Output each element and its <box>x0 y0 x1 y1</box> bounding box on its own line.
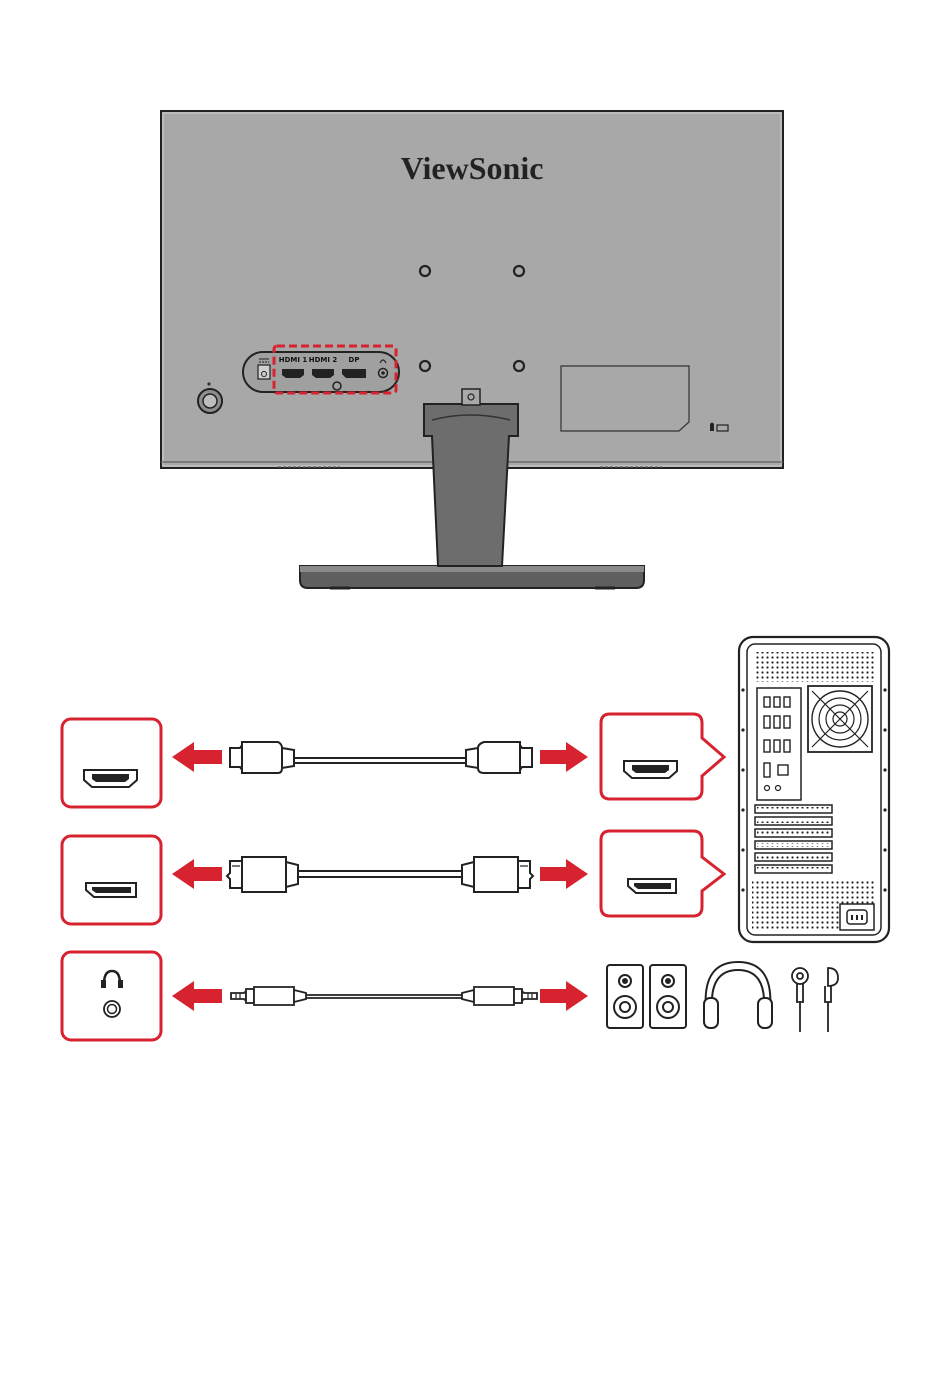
audio-connection-row <box>62 952 838 1040</box>
arrow-left-icon <box>172 981 222 1011</box>
audio-cable-3.5mm <box>231 987 537 1005</box>
speaker-icon <box>607 965 643 1028</box>
earphones-icon <box>792 968 838 1032</box>
speaker-icon <box>650 965 686 1028</box>
arrow-left-icon <box>172 742 222 772</box>
displayport-connection-row <box>62 831 724 924</box>
monitor-dp-port-box <box>62 836 161 924</box>
desktop-pc-tower <box>739 637 889 942</box>
arrow-right-icon <box>540 981 588 1011</box>
arrow-right-icon <box>540 859 588 889</box>
io-port-panel: HDMI 1 HDMI 2 DP <box>243 352 399 392</box>
headphones-icon <box>704 962 772 1028</box>
dp-port-label: DP <box>349 356 360 364</box>
pc-hdmi-port-callout <box>601 714 724 799</box>
pc-dp-port-callout <box>601 831 724 916</box>
arrow-left-icon <box>172 859 222 889</box>
arrow-right-icon <box>540 742 588 772</box>
hdmi2-port-label: HDMI 2 <box>309 356 338 364</box>
monitor-audio-port-box <box>62 952 161 1040</box>
brand-logo: ViewSonic <box>401 150 544 186</box>
displayport-cable <box>227 857 533 892</box>
monitor-rear-view: ViewSonic HDMI 1 <box>161 111 783 588</box>
monitor-stand-neck <box>424 389 518 566</box>
monitor-hdmi-port-box <box>62 719 161 807</box>
monitor-stand-base <box>300 566 644 588</box>
hdmi-cable <box>230 742 532 773</box>
hdmi1-port-label: HDMI 1 <box>279 356 308 364</box>
hdmi-connection-row <box>62 714 724 807</box>
